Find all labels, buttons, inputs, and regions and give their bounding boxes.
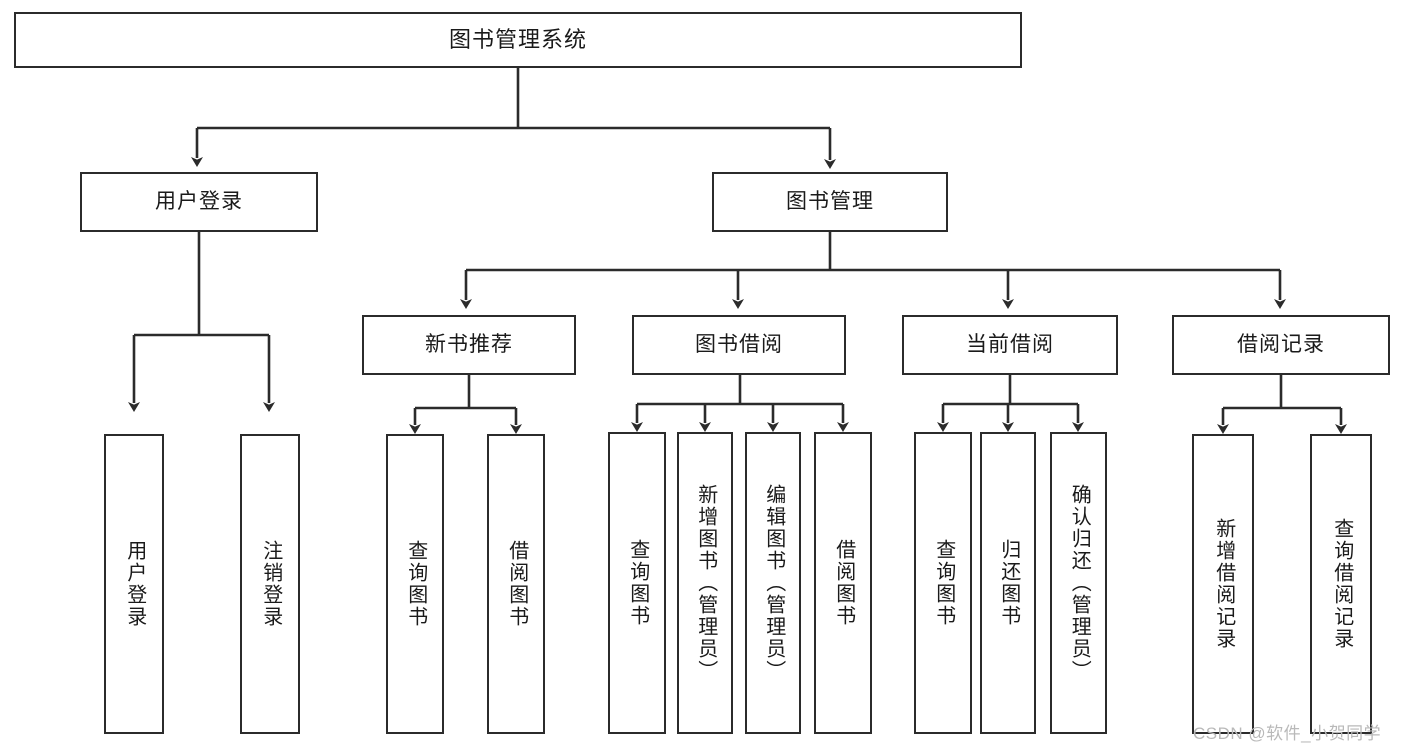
node-root-system[interactable]: 图书管理系统 xyxy=(14,12,1022,68)
leaf-label: 注销登录 xyxy=(259,540,282,628)
leaf-label: 编辑图书（管理员） xyxy=(762,484,785,682)
leaf-label: 新增借阅记录 xyxy=(1212,518,1235,650)
leaf-label: 查询借阅记录 xyxy=(1330,518,1353,650)
leaf-record-query-record[interactable]: 查询借阅记录 xyxy=(1310,434,1372,734)
node-label: 用户登录 xyxy=(155,189,243,213)
node-user-login[interactable]: 用户登录 xyxy=(80,172,318,232)
leaf-label: 借阅图书 xyxy=(505,540,528,628)
node-label: 新书推荐 xyxy=(425,332,513,356)
node-label: 图书借阅 xyxy=(695,332,783,356)
leaf-current-return-book[interactable]: 归还图书 xyxy=(980,432,1036,734)
leaf-label: 借阅图书 xyxy=(832,539,855,627)
node-current-borrow[interactable]: 当前借阅 xyxy=(902,315,1118,375)
node-label: 借阅记录 xyxy=(1237,332,1325,356)
node-label: 图书管理 xyxy=(786,189,874,213)
leaf-borrow-add-book-admin[interactable]: 新增图书（管理员） xyxy=(677,432,733,734)
leaf-label: 用户登录 xyxy=(123,540,146,628)
leaf-record-add-record[interactable]: 新增借阅记录 xyxy=(1192,434,1254,734)
leaf-label: 新增图书（管理员） xyxy=(694,484,717,682)
leaf-borrow-borrow-book[interactable]: 借阅图书 xyxy=(814,432,872,734)
node-book-borrow[interactable]: 图书借阅 xyxy=(632,315,846,375)
leaf-label: 查询图书 xyxy=(404,540,427,628)
leaf-user-login-login[interactable]: 用户登录 xyxy=(104,434,164,734)
leaf-label: 查询图书 xyxy=(626,539,649,627)
leaf-borrow-edit-book-admin[interactable]: 编辑图书（管理员） xyxy=(745,432,801,734)
node-new-book-recommend[interactable]: 新书推荐 xyxy=(362,315,576,375)
leaf-label: 查询图书 xyxy=(932,539,955,627)
node-book-management[interactable]: 图书管理 xyxy=(712,172,948,232)
leaf-current-confirm-return-admin[interactable]: 确认归还（管理员） xyxy=(1050,432,1107,734)
node-label: 当前借阅 xyxy=(966,332,1054,356)
leaf-recommend-query-book[interactable]: 查询图书 xyxy=(386,434,444,734)
leaf-label: 归还图书 xyxy=(997,539,1020,627)
leaf-label: 确认归还（管理员） xyxy=(1068,484,1091,682)
leaf-current-query-book[interactable]: 查询图书 xyxy=(914,432,972,734)
leaf-recommend-borrow-book[interactable]: 借阅图书 xyxy=(487,434,545,734)
leaf-user-login-logout[interactable]: 注销登录 xyxy=(240,434,300,734)
watermark: CSDN @软件_小贺同学 xyxy=(1193,724,1382,743)
leaf-borrow-query-book[interactable]: 查询图书 xyxy=(608,432,666,734)
node-label: 图书管理系统 xyxy=(448,27,587,53)
node-borrow-record[interactable]: 借阅记录 xyxy=(1172,315,1390,375)
